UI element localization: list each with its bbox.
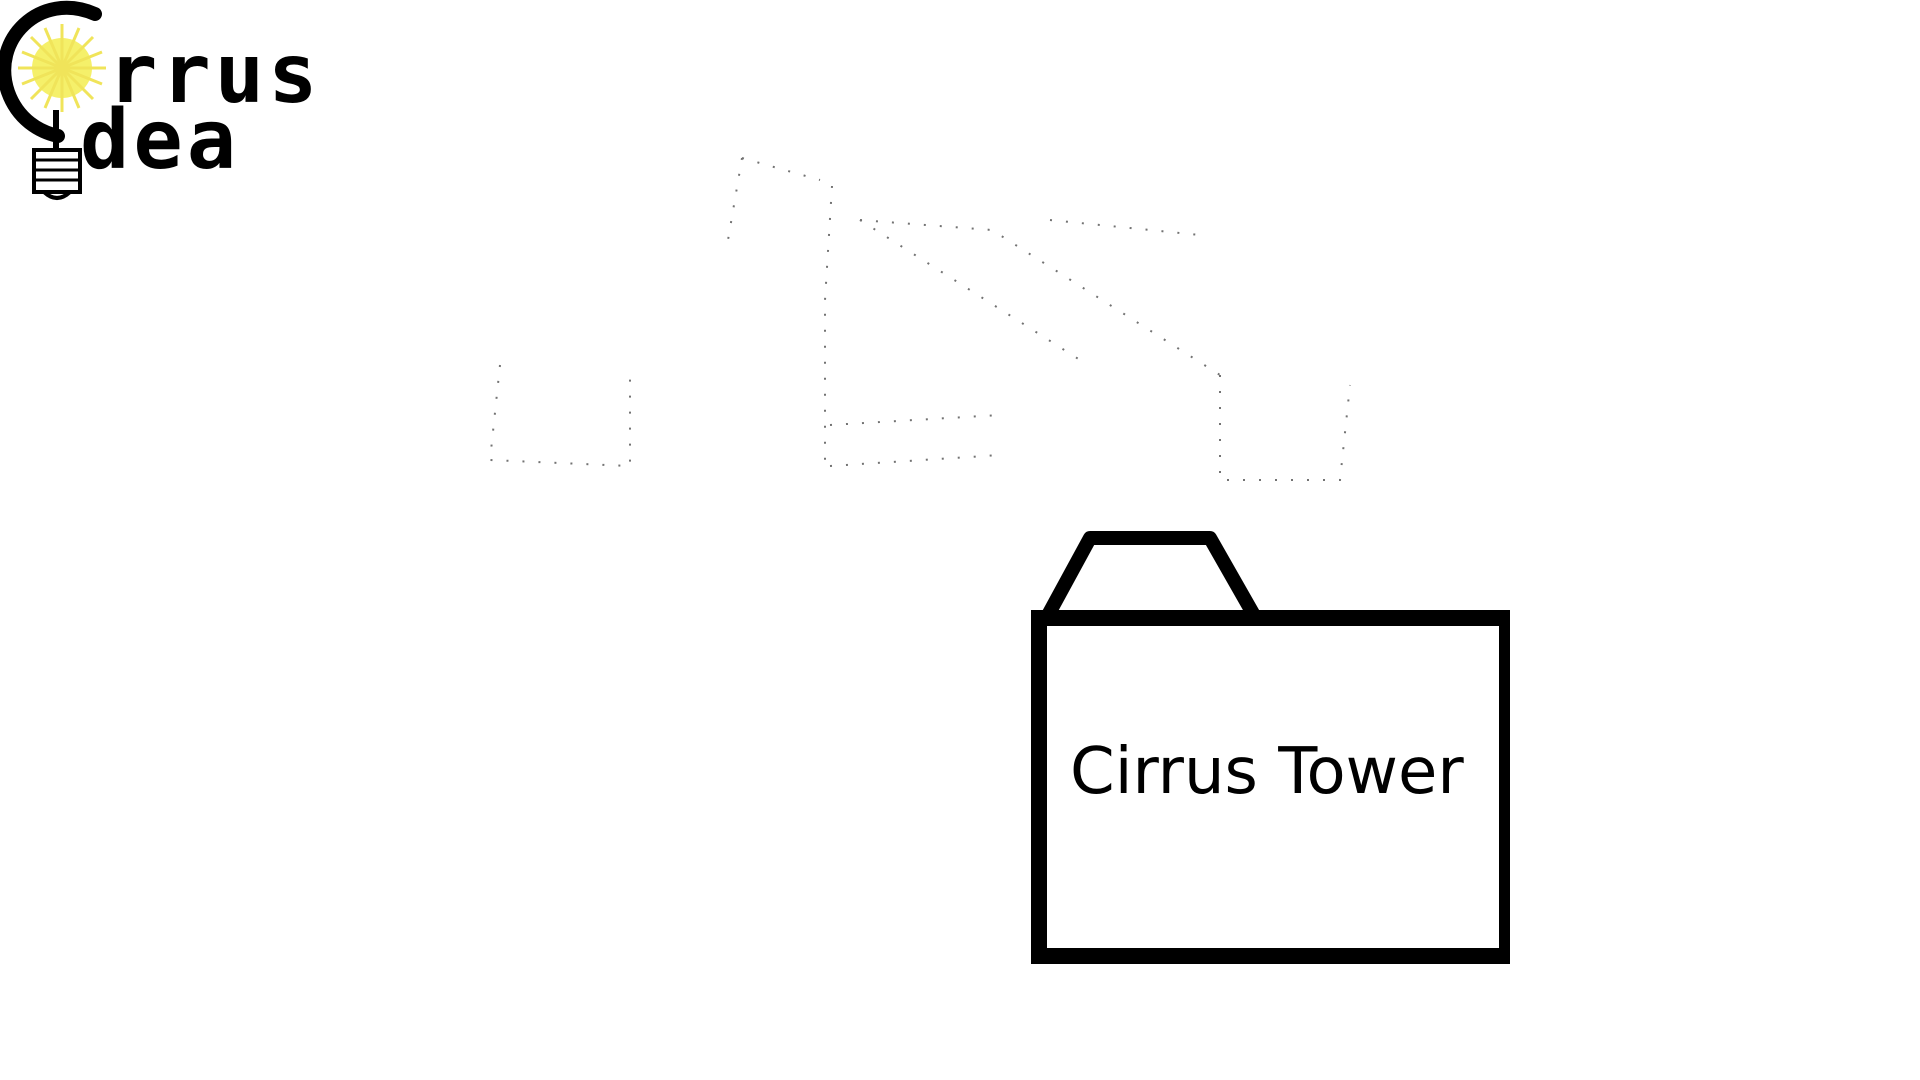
logo-text-line1: rrus xyxy=(108,27,321,122)
logo-text-line2: dea xyxy=(80,93,240,188)
faint-sketch-marks xyxy=(480,150,1380,500)
lightbulb-icon xyxy=(0,1,106,200)
folder-label: Cirrus Tower xyxy=(1070,735,1464,809)
folder-icon xyxy=(1031,531,1510,964)
cirrus-tower-folder[interactable]: Cirrus Tower xyxy=(1030,530,1510,970)
cirrus-idea-logo: rrus dea xyxy=(0,0,450,210)
